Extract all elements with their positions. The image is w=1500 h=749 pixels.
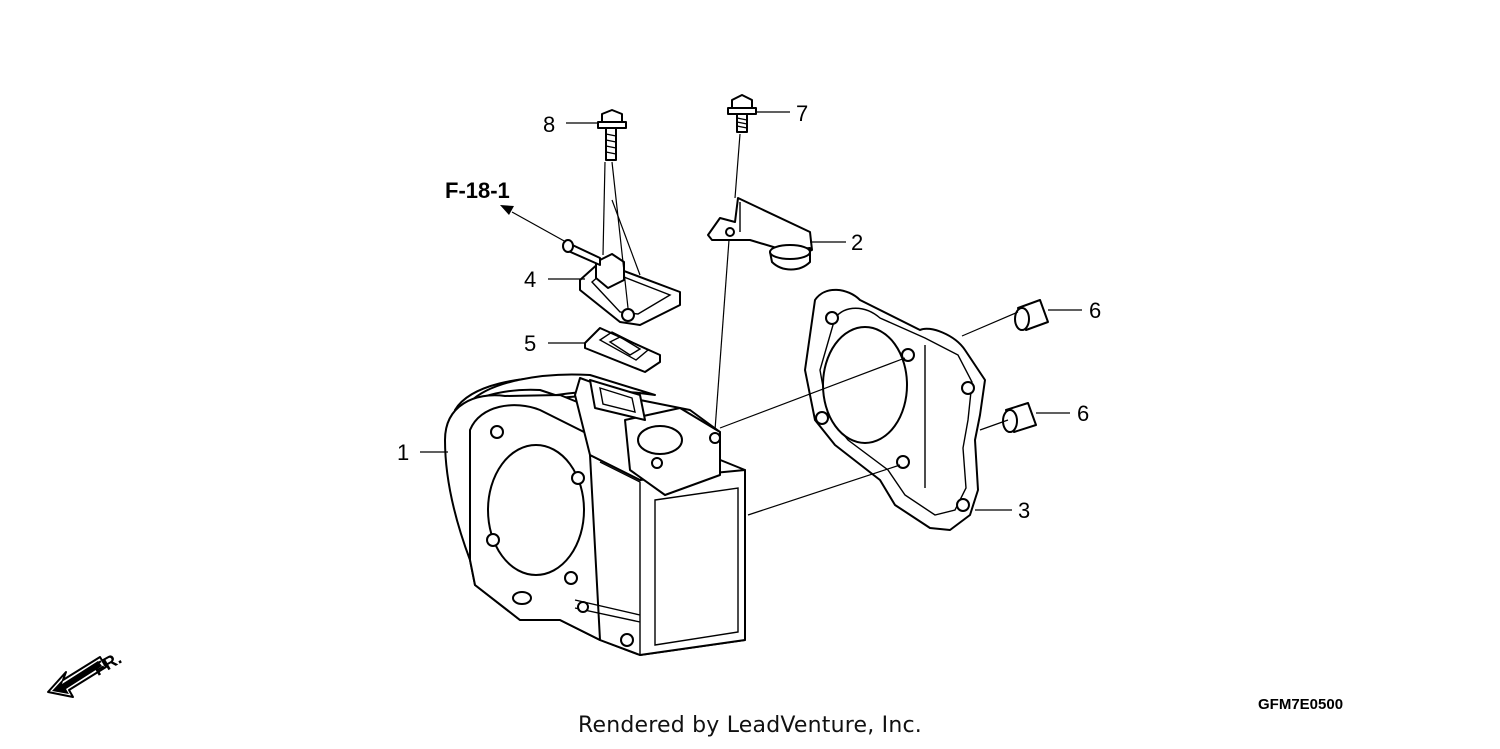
reference-label: F-18-1 bbox=[445, 178, 510, 203]
bolt-8-part bbox=[597, 109, 627, 161]
callout-8: 8 bbox=[543, 112, 555, 137]
cylinder-part bbox=[444, 373, 746, 656]
diagram-code: GFM7E0500 bbox=[1258, 696, 1343, 713]
air-joint-part bbox=[562, 239, 681, 326]
dowel-pin-upper-part bbox=[1014, 299, 1049, 331]
callout-5: 5 bbox=[524, 331, 536, 356]
front-direction-arrow-icon bbox=[47, 656, 107, 698]
dowel-pin-lower-part bbox=[1002, 402, 1037, 433]
leader-lines bbox=[420, 111, 1082, 516]
footer-credit: Rendered by LeadVenture, Inc. bbox=[578, 713, 922, 738]
callout-2: 2 bbox=[851, 230, 863, 255]
cylinder-gasket-part bbox=[804, 288, 986, 531]
bracket-part bbox=[707, 197, 813, 271]
callout-6-lower: 6 bbox=[1077, 401, 1089, 426]
bolt-7-part bbox=[727, 94, 757, 133]
callout-4: 4 bbox=[524, 267, 536, 292]
callout-7: 7 bbox=[796, 101, 808, 126]
callout-1: 1 bbox=[397, 440, 409, 465]
callout-6-upper: 6 bbox=[1089, 298, 1101, 323]
callout-3: 3 bbox=[1018, 498, 1030, 523]
insulator-gasket-part bbox=[584, 327, 661, 373]
